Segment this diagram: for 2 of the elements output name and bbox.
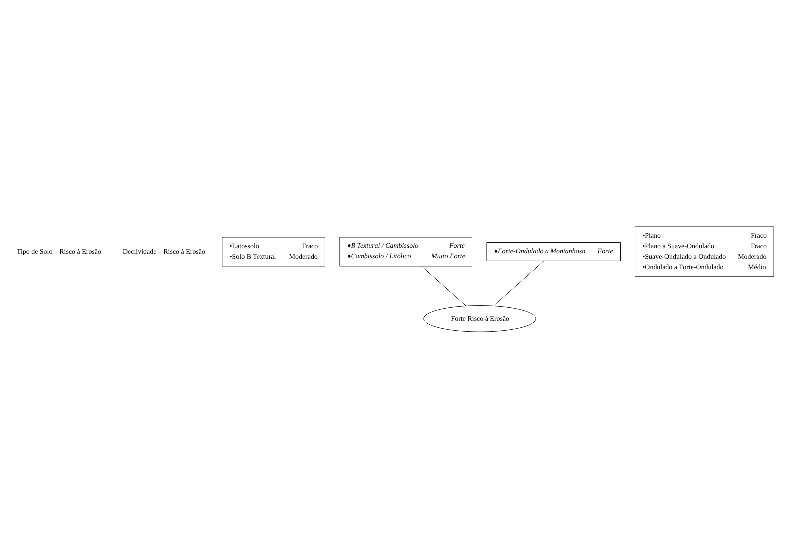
connector xyxy=(494,260,544,306)
connector xyxy=(422,266,467,306)
